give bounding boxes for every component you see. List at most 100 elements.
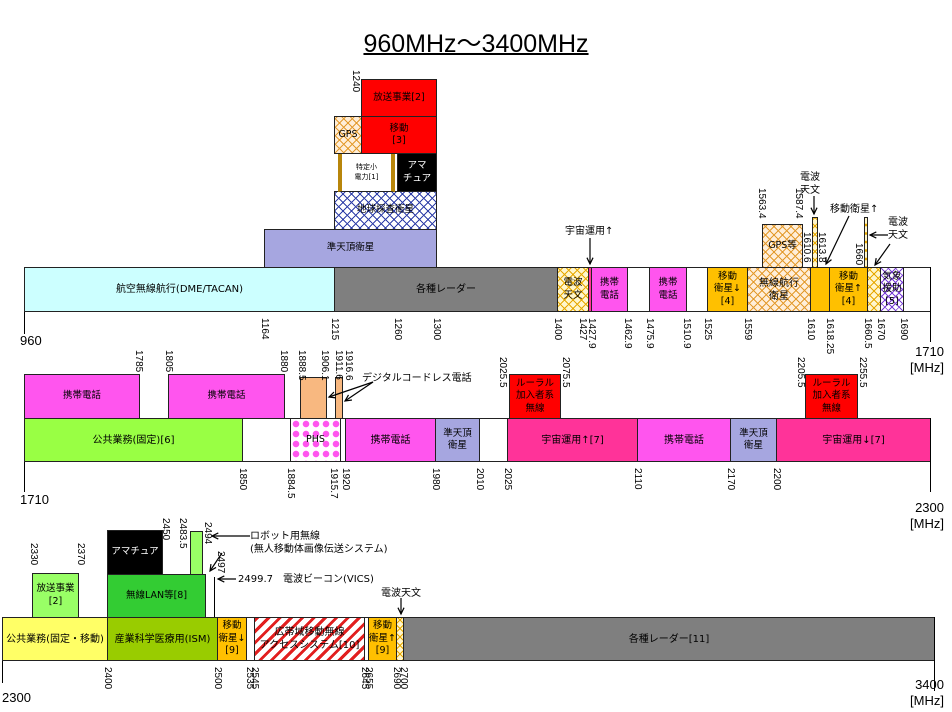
frequency-band: 移動 衛星↓ [4] xyxy=(707,267,748,312)
frequency-band xyxy=(627,267,650,312)
annotation-label: 電波 天文 xyxy=(800,172,820,196)
tick-label: 1559 xyxy=(742,318,753,341)
axis-end-line xyxy=(930,267,931,342)
tick-label: 2545 xyxy=(249,667,260,690)
frequency-band: 宇宙運用↓[7] xyxy=(776,418,931,462)
top-tick-label: 2483.5 xyxy=(177,518,188,549)
frequency-band: GPS等 xyxy=(762,224,803,268)
top-tick-label: 1660 xyxy=(853,243,864,266)
tick-label: 2025 xyxy=(502,468,513,491)
frequency-band xyxy=(300,377,327,419)
frequency-band: アマ チュア xyxy=(397,153,437,192)
top-tick-label: 1916.6 xyxy=(343,350,354,381)
frequency-band: 移動 衛星↑ [4] xyxy=(829,267,868,312)
axis-start-line xyxy=(24,462,25,492)
frequency-band: 各種レーダー xyxy=(334,267,558,312)
frequency-band: 携帯 電話 xyxy=(591,267,628,312)
axis-end-label: 1710 [MHz] xyxy=(910,344,944,375)
tick-label: 2200 xyxy=(771,468,782,491)
annotation-label: 2499.7 電波ビーコン(VICS) xyxy=(238,574,374,585)
frequency-band: ルーラル 加入者系 無線 xyxy=(509,374,561,419)
frequency-band: GPS xyxy=(334,116,362,154)
top-tick-label: 1888.5 xyxy=(296,350,307,381)
tick-label: 1670 xyxy=(875,318,886,341)
tick-label: 1980 xyxy=(430,468,441,491)
frequency-band xyxy=(903,267,931,312)
arrow-icon xyxy=(874,243,891,267)
frequency-band: ルーラル 加入者系 無線 xyxy=(805,374,858,419)
axis-end-line xyxy=(930,418,931,492)
title-text: 960MHz～3400MHz xyxy=(363,30,589,58)
tick-label: 1610 xyxy=(805,318,816,341)
frequency-band: 携帯電話 xyxy=(345,418,436,462)
frequency-band: 各種レーダー[11] xyxy=(403,617,935,661)
frequency-band: 移動 衛星↓ [9] xyxy=(217,617,247,661)
frequency-band: 特定小 電力[1] xyxy=(338,153,395,192)
top-tick-label: 1613.8 xyxy=(816,232,827,263)
frequency-band: 公共業務(固定・移動) xyxy=(2,617,108,661)
frequency-band: アマチュア xyxy=(107,530,163,575)
annotation-label: デジタルコードレス電話 xyxy=(362,373,472,384)
top-tick-label: 1911.6 xyxy=(333,350,344,380)
tick-label: 1920 xyxy=(340,468,351,491)
frequency-band: 無線航行 衛星 xyxy=(747,267,811,312)
top-tick-label: 2494 xyxy=(202,522,213,545)
top-tick-label: 2330 xyxy=(28,543,39,566)
axis-end-label: 2300 [MHz] xyxy=(910,500,944,531)
top-tick-label: 1785 xyxy=(133,350,144,373)
top-tick-label: 2255.5 xyxy=(857,357,868,388)
frequency-band: 準天頂 衛星 xyxy=(730,418,777,462)
tick-label: 1164 xyxy=(259,318,270,340)
top-tick-label: 1240 xyxy=(350,70,361,93)
tick-label: 2690 xyxy=(391,667,402,690)
top-tick-label: 2497 xyxy=(215,551,226,574)
tick-label: 1915.7 xyxy=(328,468,339,499)
tick-label: 1510.9 xyxy=(681,318,692,349)
arrow-icon xyxy=(825,215,850,266)
frequency-band: 気象 援助 [5] xyxy=(880,267,904,312)
tick-label: 2535 xyxy=(244,667,255,690)
page-title: 960MHz～3400MHz xyxy=(0,24,952,60)
frequency-band xyxy=(242,418,291,462)
axis-start-label: 1710 xyxy=(20,492,49,507)
top-tick-label: 2205.5 xyxy=(795,357,806,388)
axis-end-label: 3400 [MHz] xyxy=(910,677,944,708)
arrow-icon xyxy=(586,238,594,266)
frequency-band xyxy=(479,418,508,462)
tick-label: 1850 xyxy=(237,468,248,491)
top-tick-label: 1906.1 xyxy=(319,350,330,381)
frequency-band: 放送事業 [2] xyxy=(32,573,79,618)
top-tick-label: 1587.4 xyxy=(793,188,804,219)
frequency-band: 準天頂衛星 xyxy=(264,229,437,268)
top-tick-label: 1880 xyxy=(278,350,289,373)
arrow-icon xyxy=(397,598,405,616)
top-tick-label: 2025.5 xyxy=(497,357,508,388)
tick-label: 2010 xyxy=(474,468,485,491)
frequency-band: 移動 衛星↑ [9] xyxy=(368,617,397,661)
tick-label: 2700 xyxy=(398,667,409,690)
tick-label: 2500 xyxy=(212,667,223,690)
annotation-label: 電波天文 xyxy=(381,588,421,599)
frequency-band: 宇宙運用↑[7] xyxy=(507,418,638,462)
axis-start-line xyxy=(2,661,3,683)
annotation-label: 宇宙運用↑ xyxy=(565,226,614,237)
tick-label: 1660.5 xyxy=(862,318,873,349)
arrow-icon xyxy=(810,196,818,216)
frequency-band: 移動 [3] xyxy=(361,116,437,154)
frequency-band: 放送事業[2] xyxy=(361,79,437,117)
tick-label: 1690 xyxy=(898,318,909,341)
top-tick-label: 2450 xyxy=(160,518,171,541)
arrow-icon xyxy=(216,575,236,583)
frequency-band xyxy=(867,267,881,312)
annotation-label: 電波 天文 xyxy=(888,217,908,241)
top-tick-label: 2075.5 xyxy=(560,357,571,388)
frequency-band xyxy=(864,217,868,268)
axis-start-label: 2300 xyxy=(2,690,31,705)
frequency-band: PHS xyxy=(290,418,341,462)
frequency-band: 携帯電話 xyxy=(24,374,140,419)
tick-label: 1300 xyxy=(431,318,442,341)
top-tick-label: 2370 xyxy=(75,543,86,566)
top-tick-label: 1805 xyxy=(163,350,174,373)
axis-start-label: 960 xyxy=(20,333,42,348)
frequency-band: 航空無線航行(DME/TACAN) xyxy=(24,267,335,312)
